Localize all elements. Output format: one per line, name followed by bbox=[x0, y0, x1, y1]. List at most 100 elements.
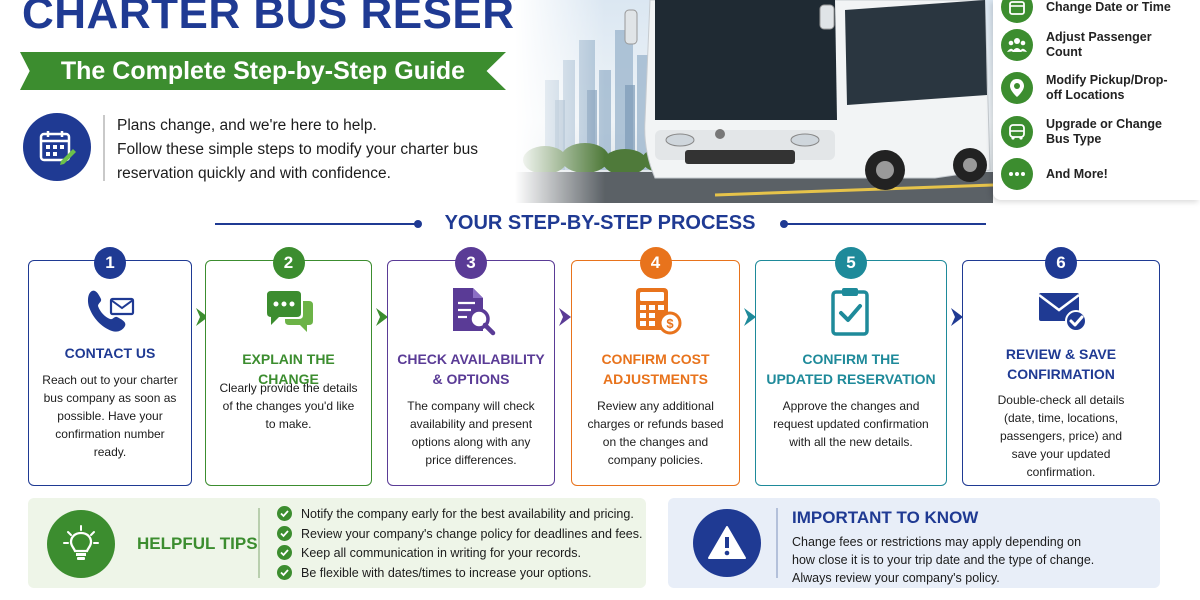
lightbulb-icon bbox=[47, 510, 115, 578]
step-number-badge: 1 bbox=[94, 247, 126, 279]
bus-icon bbox=[1001, 116, 1033, 148]
step-title-line: CONFIRM COST bbox=[601, 351, 710, 367]
envelope-check-icon bbox=[1038, 293, 1087, 332]
step-number-badge: 2 bbox=[272, 247, 305, 279]
option-item: Change Date or Time bbox=[1001, 0, 1181, 23]
step-desc-line: options along with any bbox=[411, 435, 531, 449]
chevron-right-icon bbox=[744, 308, 756, 326]
option-item: And More! bbox=[1001, 158, 1181, 190]
step-card: 4 $ CONFIRM COST ADJUSTMENTS Review any … bbox=[571, 247, 740, 486]
tip-item: Notify the company early for the best av… bbox=[277, 506, 634, 521]
check-icon bbox=[277, 526, 292, 541]
step-title-line: CHECK AVAILABILITY bbox=[397, 351, 545, 367]
step-desc-line: request updated confirmation bbox=[773, 417, 929, 431]
step-title: CONFIRM COST ADJUSTMENTS bbox=[578, 349, 733, 389]
chevron-right-icon bbox=[376, 308, 388, 326]
intro-line: Plans change, and we're here to help. bbox=[117, 117, 377, 134]
step-number-badge: 4 bbox=[639, 247, 672, 279]
chevron-right-icon bbox=[559, 308, 571, 326]
step-desc-line: Review any additional bbox=[597, 399, 714, 413]
step-desc-line: save your updated bbox=[1011, 447, 1111, 461]
step-desc-line: confirmation. bbox=[1026, 465, 1096, 479]
step-desc-line: Approve the changes and bbox=[782, 399, 920, 413]
step-title-line: UPDATED RESERVATION bbox=[766, 371, 936, 387]
important-heading: IMPORTANT TO KNOW bbox=[792, 508, 979, 527]
step-desc-line: on the changes and bbox=[602, 435, 709, 449]
important-divider bbox=[776, 508, 778, 578]
clipboard-check-icon bbox=[831, 288, 869, 336]
check-icon bbox=[277, 565, 292, 580]
tip-text: Notify the company early for the best av… bbox=[301, 506, 634, 521]
option-item: Upgrade or Change Bus Type bbox=[1001, 116, 1181, 148]
step-title-line: & OPTIONS bbox=[432, 371, 510, 387]
hero-fade bbox=[515, 0, 605, 203]
chevron-right-icon bbox=[951, 308, 963, 326]
step-title: CHECK AVAILABILITY & OPTIONS bbox=[394, 349, 548, 389]
tips-divider bbox=[258, 508, 260, 578]
step-number-badge: 6 bbox=[1045, 247, 1077, 279]
calendar-icon bbox=[1001, 0, 1033, 23]
process-rule-dot-left bbox=[414, 220, 422, 228]
important-line: Always review your company's policy. bbox=[792, 571, 1000, 585]
tip-text: Keep all communication in writing for yo… bbox=[301, 545, 581, 560]
step-desc-line: bus company as soon as bbox=[43, 391, 177, 405]
step-title: REVIEW & SAVE CONFIRMATION bbox=[969, 344, 1153, 384]
step-desc-line: Clearly provide the details bbox=[219, 381, 358, 395]
step-card: 3 CHECK AVAILABILITY & OPTIONS The compa… bbox=[387, 247, 555, 486]
step-description: Approve the changes and request updated … bbox=[766, 397, 936, 451]
step-title-line: EXPLAIN THE CHANGE bbox=[242, 351, 335, 387]
step-desc-line: with all the new details. bbox=[789, 435, 913, 449]
subtitle-text: The Complete Step-by-Step Guide bbox=[60, 56, 466, 85]
tip-item: Review your company's change policy for … bbox=[277, 526, 642, 541]
tip-text: Be flexible with dates/times to increase… bbox=[301, 565, 592, 580]
step-desc-line: of the changes you'd like bbox=[222, 399, 355, 413]
step-title-line: CONTACT US bbox=[64, 345, 156, 361]
step-desc-line: confirmation number bbox=[55, 427, 165, 441]
step-number-badge: 5 bbox=[835, 247, 867, 279]
step-desc-line: availability and present bbox=[409, 417, 533, 431]
step-desc-line: The company will check bbox=[407, 399, 535, 413]
tip-item: Be flexible with dates/times to increase… bbox=[277, 565, 591, 580]
step-number-badge: 3 bbox=[455, 247, 487, 279]
step-title: EXPLAIN THE CHANGE bbox=[212, 349, 365, 389]
process-heading: YOUR STEP-BY-STEP PROCESS bbox=[444, 212, 756, 234]
people-icon bbox=[1001, 29, 1033, 61]
step-desc-line: Double-check all details bbox=[997, 393, 1125, 407]
check-icon bbox=[277, 506, 292, 521]
step-card: 5 CONFIRM THE UPDATED RESERVATION Approv… bbox=[755, 247, 947, 486]
subtitle-banner: The Complete Step-by-Step Guide bbox=[20, 52, 506, 90]
step-desc-line: company policies. bbox=[607, 453, 704, 467]
step-title-line: ADJUSTMENTS bbox=[602, 371, 708, 387]
tips-heading: HELPFUL TIPS bbox=[137, 534, 258, 553]
more-icon bbox=[1001, 158, 1033, 190]
intro-text: Plans change, and we're here to help. Fo… bbox=[117, 114, 517, 186]
step-desc-line: passengers, price) and bbox=[999, 429, 1123, 443]
step-description: Double-check all details (date, time, lo… bbox=[973, 391, 1149, 481]
step-desc-line: possible. Have your bbox=[57, 409, 163, 423]
intro-divider bbox=[103, 115, 105, 181]
step-card: 6 REVIEW & SAVE CONFIRMATION Double-chec… bbox=[962, 247, 1160, 486]
step-title: CONFIRM THE UPDATED RESERVATION bbox=[762, 349, 940, 389]
step-description: Review any additional charges or refunds… bbox=[582, 397, 729, 469]
phone-mail-icon bbox=[88, 290, 135, 332]
step-description: The company will check availability and … bbox=[398, 397, 544, 469]
step-card: 1 CONTACT US Reach out to your charter b… bbox=[28, 247, 192, 486]
step-desc-line: ready. bbox=[93, 445, 127, 459]
calculator-icon: $ bbox=[635, 288, 681, 335]
step-title-line: CONFIRM THE bbox=[802, 351, 900, 367]
step-title-line: CONFIRMATION bbox=[1007, 366, 1115, 382]
step-desc-line: charges or refunds based bbox=[587, 417, 724, 431]
chevron-right-icon bbox=[196, 308, 208, 326]
option-label: Upgrade or Change Bus Type bbox=[1046, 117, 1162, 146]
process-rule-right bbox=[786, 223, 986, 225]
step-title: CONTACT US bbox=[35, 343, 185, 363]
document-search-icon bbox=[453, 288, 496, 336]
option-item: Modify Pickup/Drop-off Locations bbox=[1001, 72, 1181, 104]
step-description: Reach out to your charter bus company as… bbox=[39, 371, 181, 461]
option-label: Change Date or Time bbox=[1046, 0, 1171, 14]
chat-bubbles-icon bbox=[266, 291, 313, 332]
process-rule-left bbox=[215, 223, 415, 225]
option-label: Adjust Passenger Count bbox=[1046, 30, 1152, 59]
step-desc-line: to make. bbox=[265, 417, 312, 431]
